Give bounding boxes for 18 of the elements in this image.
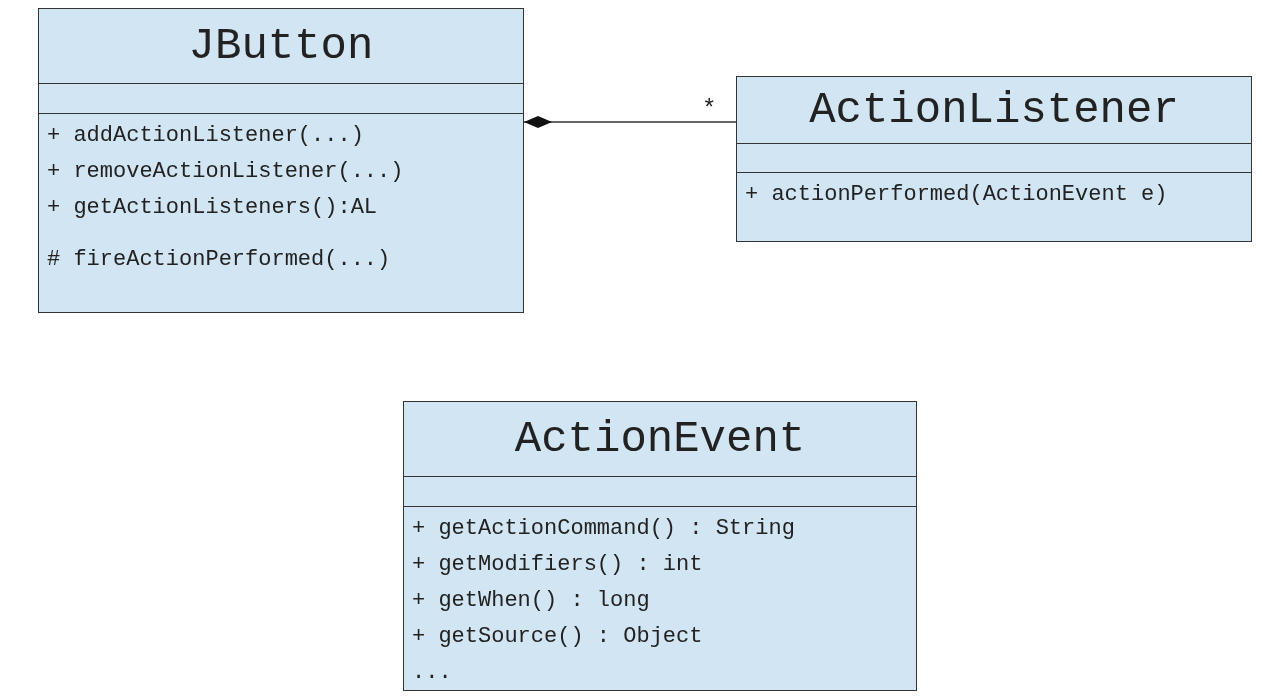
method-signature: + getActionCommand() : String [412, 515, 795, 543]
method-signature: + getActionListeners():AL [47, 194, 378, 222]
method-signature: + getSource() : Object [412, 623, 703, 651]
method-signature: # fireActionPerformed(...) [47, 246, 391, 274]
class-name: JButton [188, 21, 374, 71]
class-name: ActionListener [809, 85, 1179, 135]
method-signature: + addActionListener(...) [47, 122, 364, 150]
class-box [736, 76, 1252, 242]
method-signature: ... [412, 659, 452, 687]
method-signature: + getModifiers() : int [412, 551, 703, 579]
multiplicity-label: * [702, 98, 717, 122]
class-box [38, 8, 524, 313]
method-signature: + getWhen() : long [412, 587, 650, 615]
method-signature: + removeActionListener(...) [47, 158, 404, 186]
class-name: ActionEvent [514, 414, 806, 464]
class-box [403, 401, 917, 691]
composition-line [523, 116, 737, 128]
method-signature: + actionPerformed(ActionEvent e) [745, 181, 1168, 209]
